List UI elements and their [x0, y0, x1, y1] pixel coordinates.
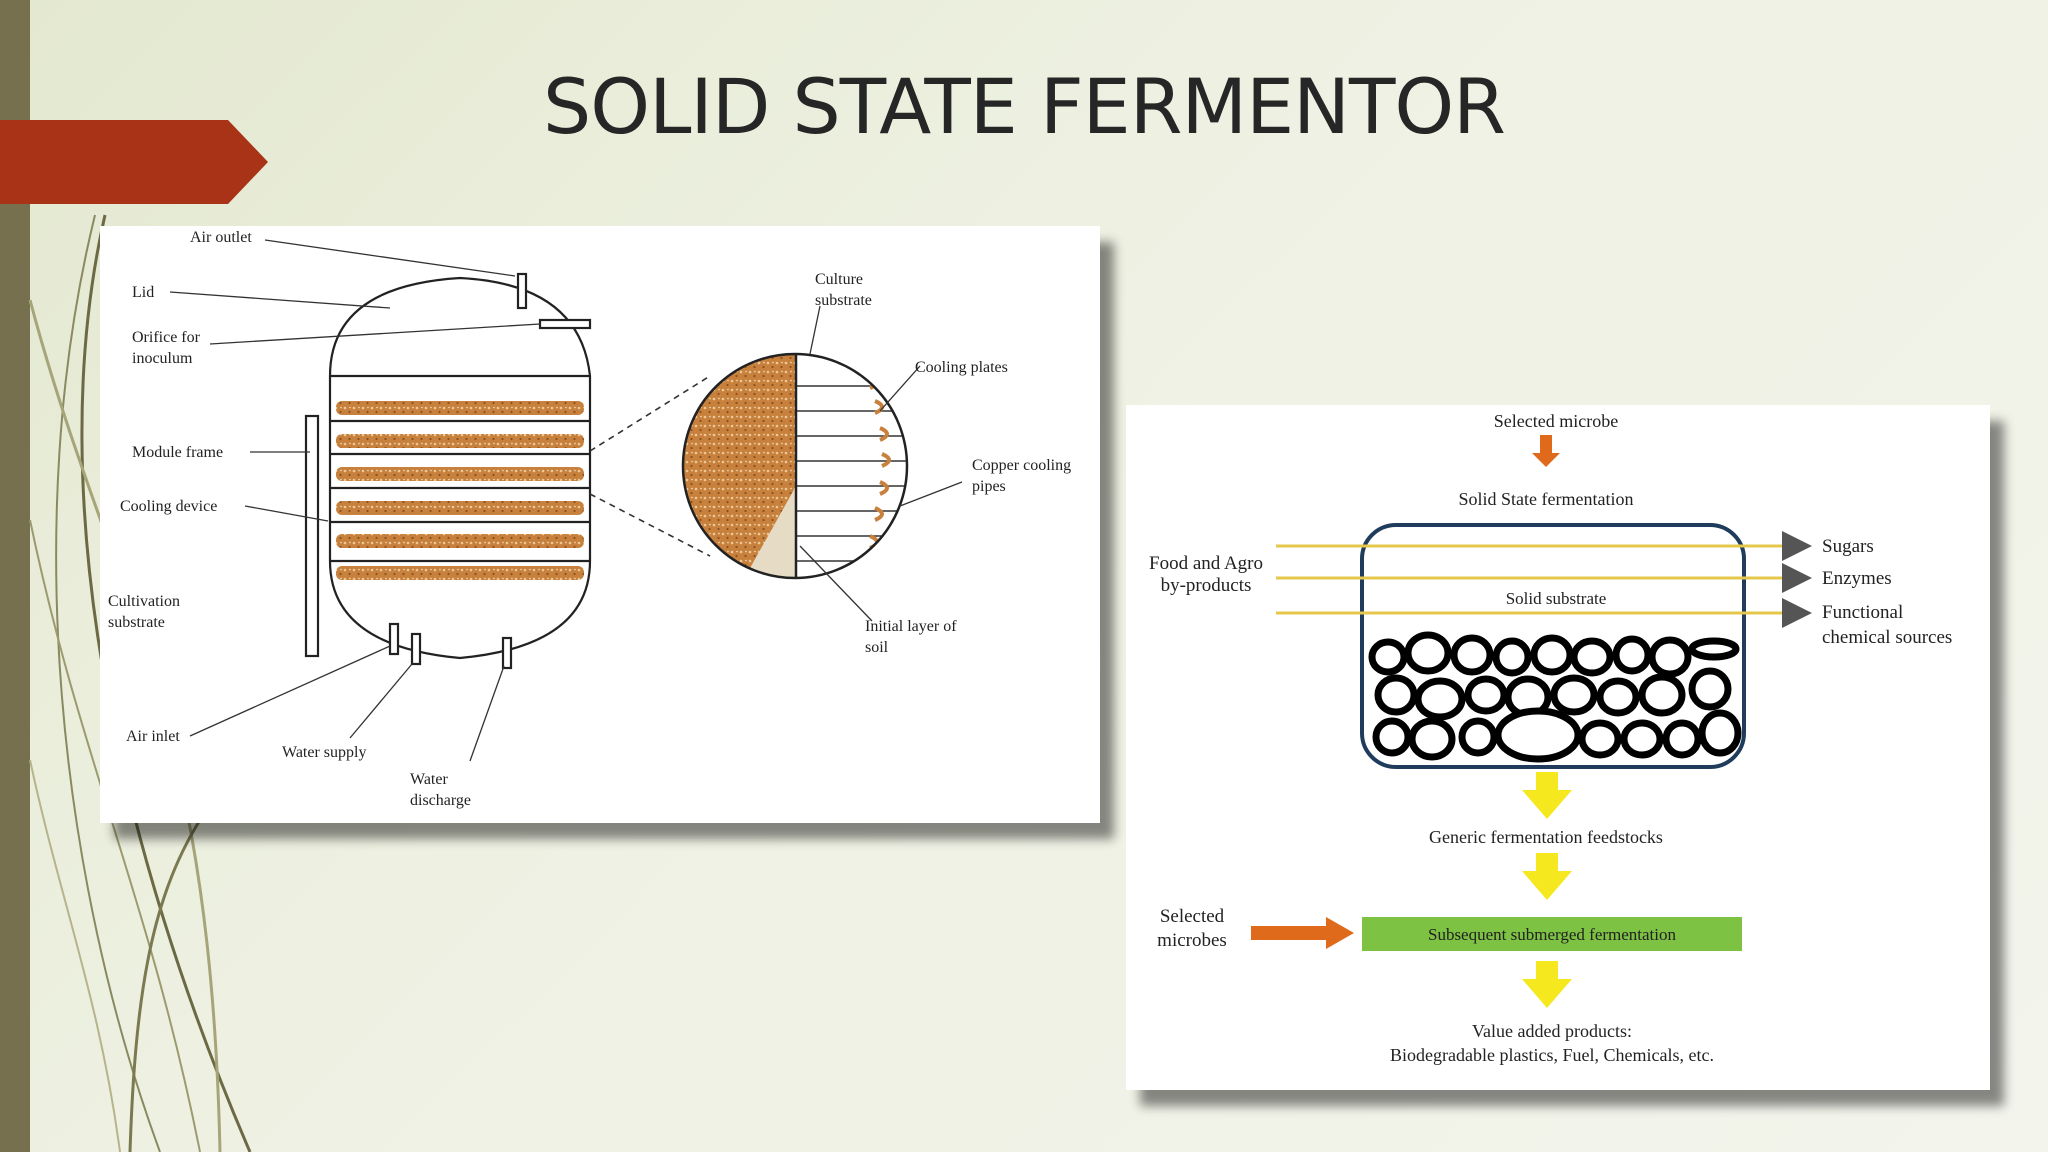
- label-water-discharge-1: Water: [410, 771, 448, 788]
- label-culture-2: substrate: [815, 292, 872, 309]
- flow-generic-feedstocks: Generic fermentation feedstocks: [1429, 827, 1663, 847]
- flow-selected-microbes-1: Selected: [1160, 906, 1225, 927]
- yellow-arrow-3: [1522, 961, 1572, 1008]
- zoom-line-bottom: [589, 493, 711, 557]
- substrate-particles: [1368, 631, 1742, 763]
- label-copper-2: pipes: [972, 478, 1006, 495]
- label-air-outlet: Air outlet: [190, 229, 252, 246]
- fermentor-diagram: Air outlet Lid Orifice for inoculum Modu…: [108, 229, 1071, 809]
- output-chemical-sources: chemical sources: [1822, 627, 1952, 648]
- orange-right-arrow: [1251, 917, 1354, 949]
- output-enzymes: Enzymes: [1822, 568, 1892, 589]
- label-copper-1: Copper cooling: [972, 457, 1071, 474]
- label-cultivation-1: Cultivation: [108, 593, 180, 610]
- label-initial-layer-2: soil: [865, 639, 889, 656]
- label-cooling-device: Cooling device: [120, 498, 217, 515]
- label-air-inlet: Air inlet: [126, 728, 180, 745]
- ssf-flow-panel: Selected microbe Solid State fermentatio…: [1126, 405, 1990, 1090]
- output-sugars: Sugars: [1822, 536, 1874, 557]
- leader-lines: [169, 239, 963, 762]
- fermentor-labels: Air outlet Lid Orifice for inoculum Modu…: [108, 229, 1071, 809]
- flow-selected-microbe: Selected microbe: [1494, 411, 1618, 431]
- submerged-fermentation-box: [1362, 917, 1742, 951]
- label-cultivation-2: substrate: [108, 614, 165, 631]
- label-culture-1: Culture: [815, 271, 863, 288]
- orange-down-arrow: [1532, 435, 1560, 467]
- flow-food-agro-1: Food and Agro: [1149, 553, 1263, 574]
- flow-food-agro-2: by-products: [1161, 575, 1252, 596]
- label-orifice-2: inoculum: [132, 350, 193, 367]
- title-arrow-tab: [0, 120, 268, 204]
- flow-ssf: Solid State fermentation: [1459, 489, 1634, 509]
- output-lines: [1276, 531, 1812, 628]
- label-water-supply: Water supply: [282, 744, 366, 761]
- label-module-frame: Module frame: [132, 444, 223, 461]
- flow-value-added-2: Biodegradable plastics, Fuel, Chemicals,…: [1390, 1045, 1714, 1065]
- flow-solid-substrate: Solid substrate: [1506, 589, 1607, 608]
- flow-submerged: Subsequent submerged fermentation: [1428, 925, 1677, 944]
- label-orifice-1: Orifice for: [132, 329, 201, 346]
- yellow-arrow-1: [1522, 772, 1572, 819]
- output-functional: Functional: [1822, 602, 1903, 623]
- slide-title: SOLID STATE FERMENTOR: [543, 62, 1506, 151]
- magnified-section: [681, 352, 909, 580]
- label-cooling-plates: Cooling plates: [915, 359, 1008, 376]
- label-initial-layer-1: Initial layer of: [865, 618, 957, 635]
- label-water-discharge-2: discharge: [410, 792, 471, 809]
- yellow-arrow-2: [1522, 853, 1572, 900]
- ssf-flow-diagram: Selected microbe Solid State fermentatio…: [1149, 411, 1952, 1065]
- fermentor-diagram-panel: Air outlet Lid Orifice for inoculum Modu…: [100, 226, 1100, 823]
- substrate-layers: [336, 401, 584, 580]
- zoom-line-top: [589, 375, 711, 452]
- flow-value-added-1: Value added products:: [1472, 1021, 1632, 1041]
- label-lid: Lid: [132, 284, 154, 301]
- flow-selected-microbes-2: microbes: [1157, 930, 1227, 951]
